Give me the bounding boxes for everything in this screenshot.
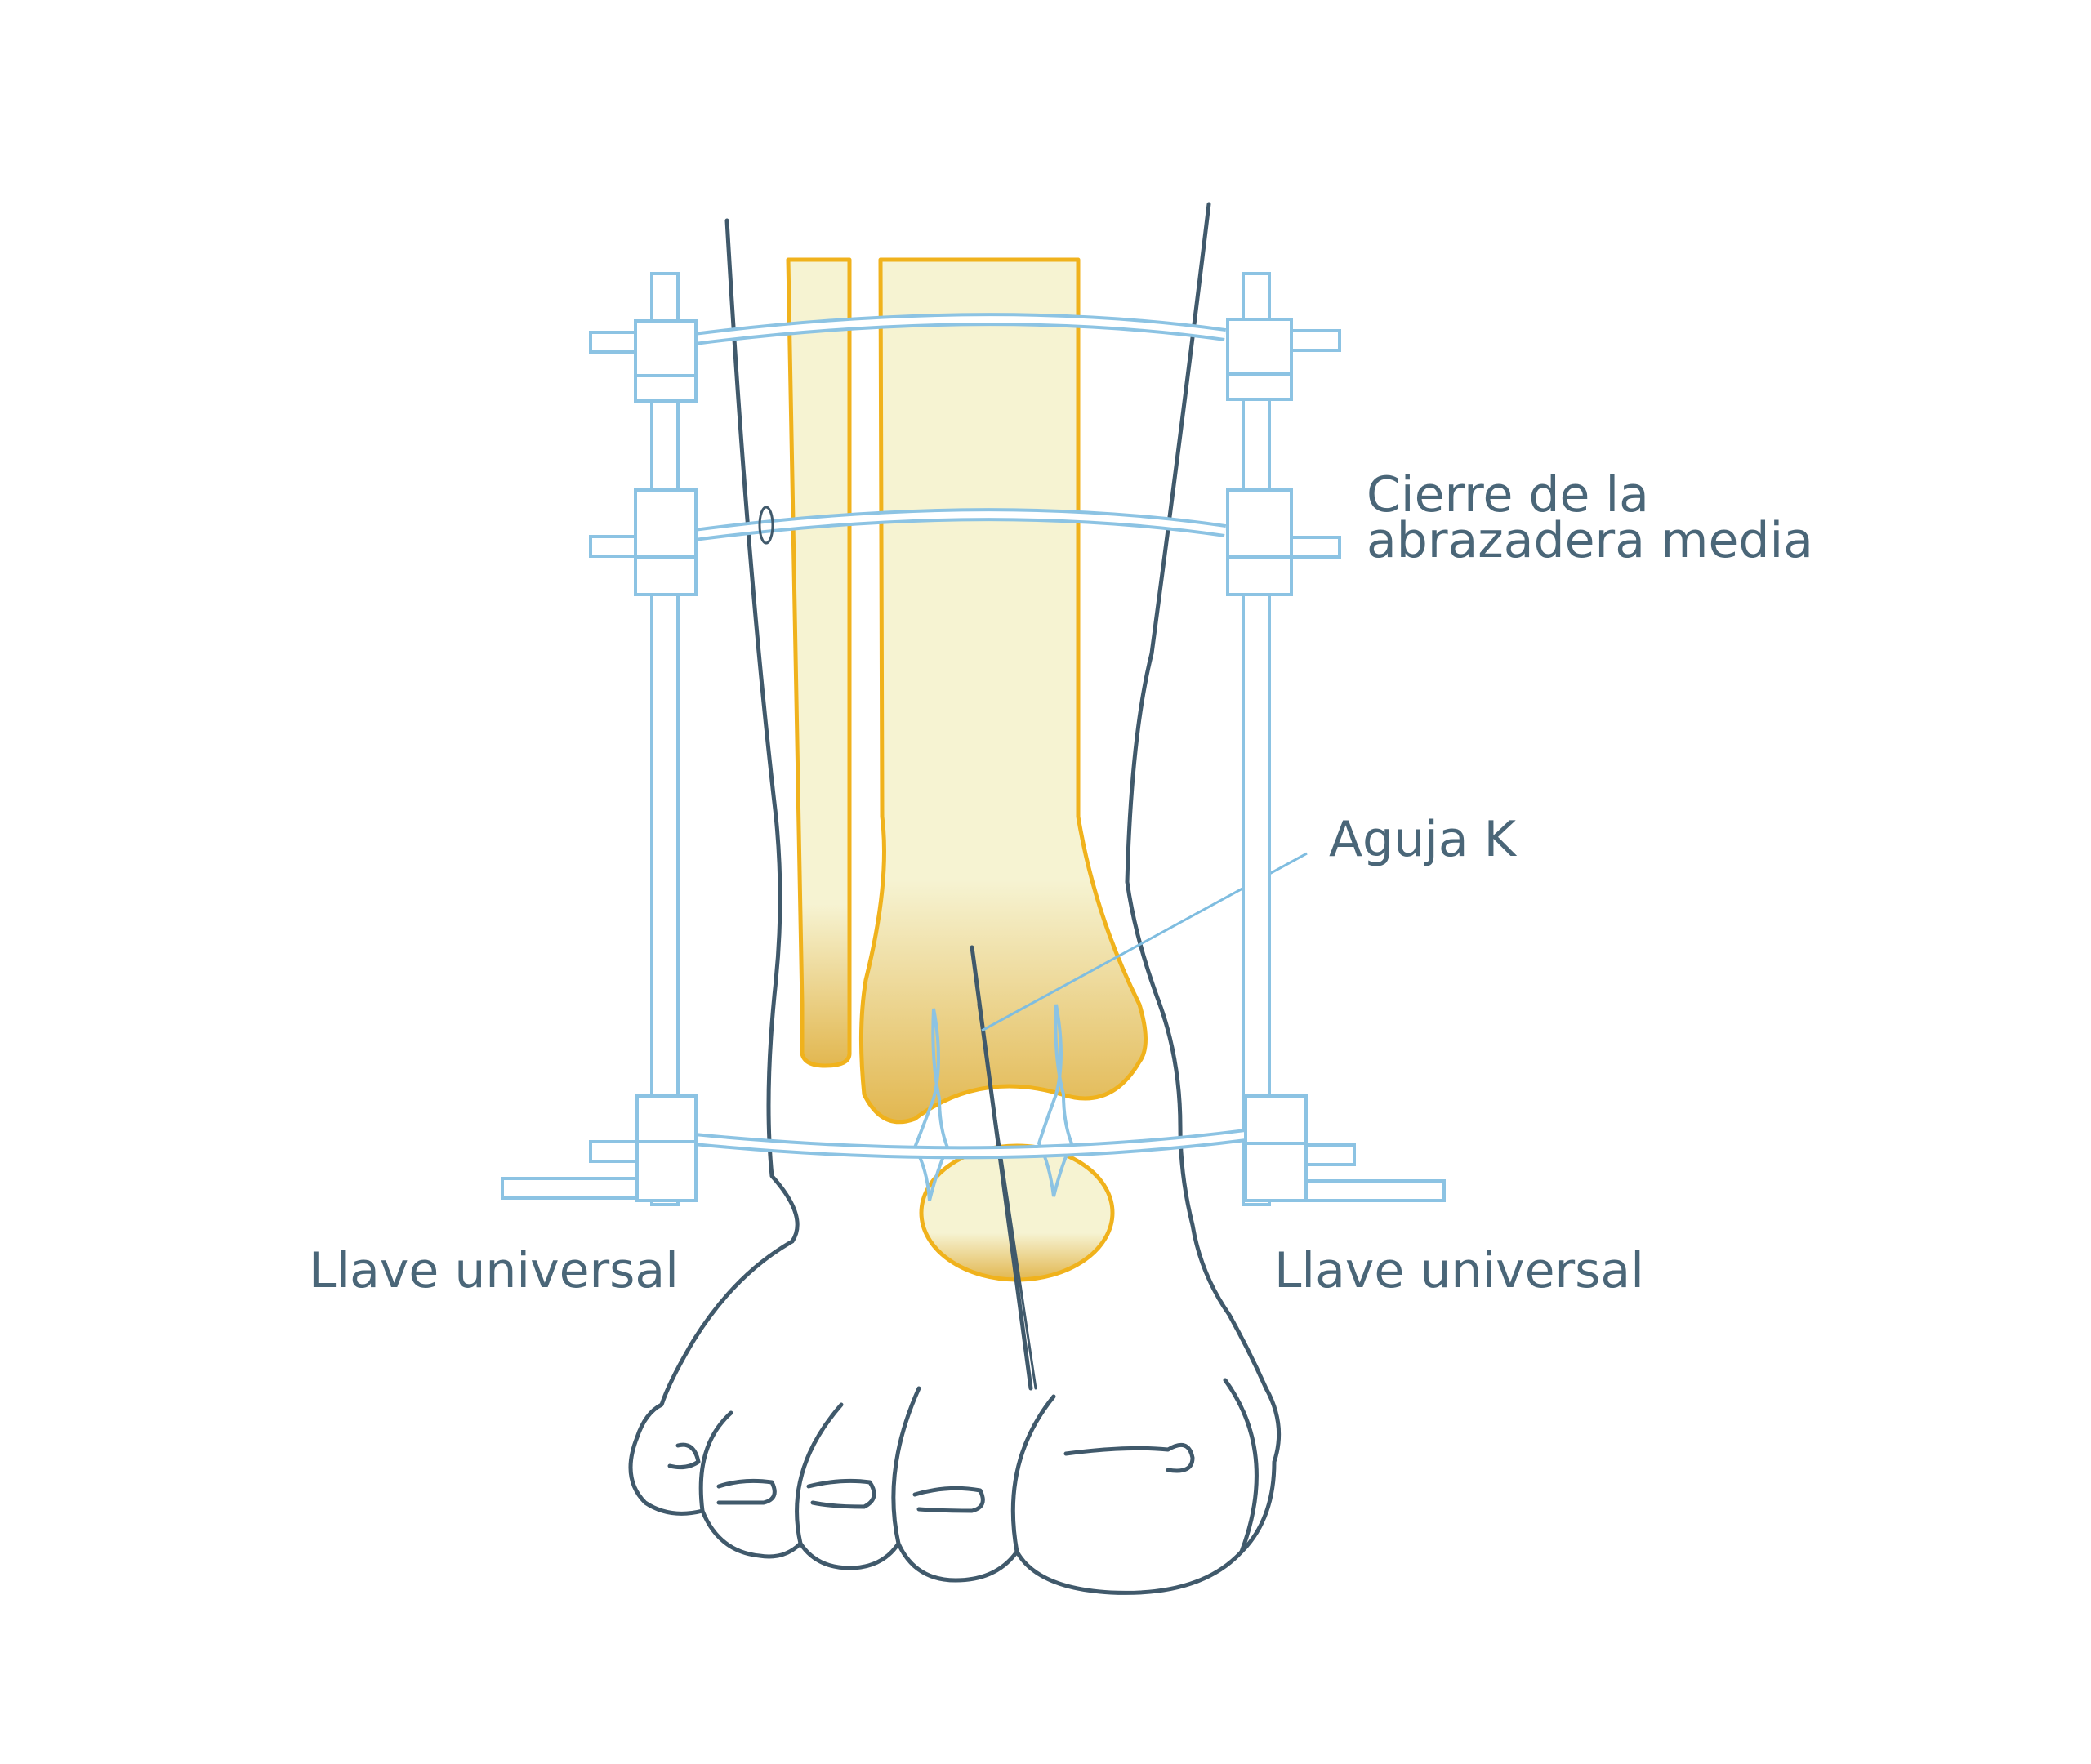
right-middle-clamp bbox=[1226, 488, 1341, 596]
left-upper-clamp bbox=[589, 319, 698, 403]
label-universal-key-right: Llave universal bbox=[1274, 1242, 1644, 1299]
label-universal-key-left: Llave universal bbox=[309, 1242, 679, 1299]
joint-marker-right bbox=[1037, 1004, 1074, 1197]
joint-marker-left bbox=[912, 1008, 950, 1201]
fixator-frame bbox=[501, 272, 1446, 1206]
left-vertical-rod bbox=[650, 272, 680, 1206]
label-k-wire: Aguja K bbox=[1329, 811, 1517, 868]
k-wire bbox=[970, 945, 1037, 1391]
label-middle-clamp-lock-line2: abrazadera media bbox=[1367, 512, 1813, 569]
fibula-bone bbox=[786, 257, 852, 1068]
leg-foot-outline bbox=[628, 202, 1282, 1595]
right-lower-clamp bbox=[1244, 1094, 1446, 1202]
right-upper-clamp bbox=[1226, 318, 1341, 401]
wire-lock-ring bbox=[758, 506, 774, 545]
left-middle-clamp bbox=[589, 488, 698, 596]
tibia-bone bbox=[858, 257, 1148, 1125]
left-lower-clamp bbox=[501, 1094, 698, 1202]
right-vertical-rod bbox=[1242, 272, 1271, 1206]
label-middle-clamp-lock: Cierre de la abrazadera media bbox=[1367, 466, 1813, 569]
label-middle-clamp-lock-line1: Cierre de la bbox=[1367, 466, 1649, 523]
